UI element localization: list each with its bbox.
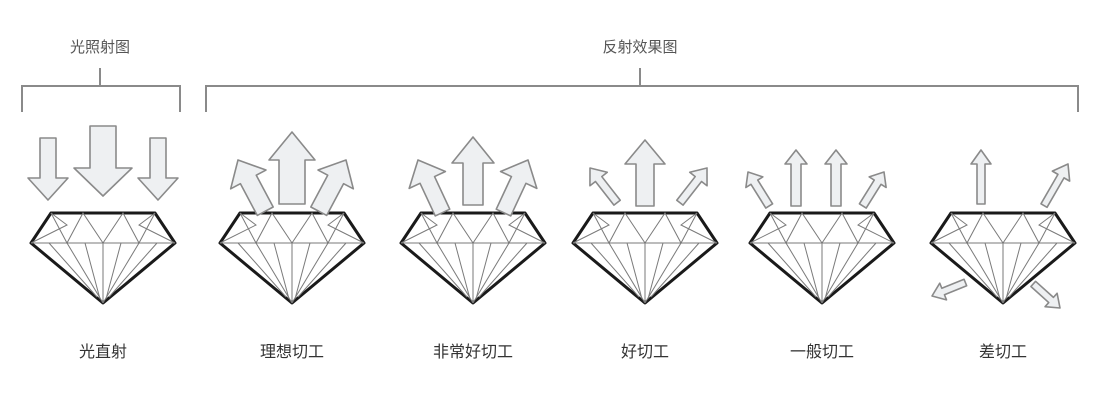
diamond-good (571, 211, 719, 305)
reflect-arrow-fair-2 (784, 149, 808, 207)
reflect-arrow-fair-3 (824, 149, 848, 207)
diamond-very-good (399, 211, 547, 305)
reflection-effect-label: 反射效果图 (602, 38, 678, 56)
reflect-arrow-poor-up (970, 149, 992, 205)
reflect-arrow-good-right (675, 167, 708, 206)
reflect-arrow-fair-4 (858, 171, 887, 209)
incoming-arrow-left (27, 137, 69, 201)
reflect-arrow-good-center (624, 139, 666, 207)
reflect-arrow-fair-1 (745, 171, 774, 209)
diamond-diagram (27, 125, 1077, 309)
caption-poor-cut: 差切工 (978, 342, 1028, 361)
group-brackets (21, 68, 1079, 112)
caption-good-cut: 好切工 (620, 342, 670, 361)
reflect-arrow-ideal-center (268, 131, 316, 205)
incoming-arrow-right (137, 137, 179, 201)
diamond-direct (29, 211, 177, 305)
caption-direct-light: 光直射 (78, 342, 128, 361)
reflect-arrow-verygood-right (495, 159, 538, 217)
incoming-arrow-center (73, 125, 133, 197)
diamond-fair (748, 211, 896, 305)
reflection-bracket (205, 85, 1079, 112)
reflect-arrow-good-left (589, 167, 622, 206)
leak-arrow-poor-right (1030, 280, 1061, 309)
caption-ideal-cut: 理想切工 (259, 342, 325, 361)
caption-very-good-cut: 非常好切工 (432, 342, 514, 361)
reflect-arrow-verygood-left (408, 159, 451, 217)
caption-fair-cut: 一般切工 (789, 342, 855, 361)
reflect-arrow-ideal-left (229, 159, 274, 217)
reflect-arrow-verygood-center (451, 136, 495, 206)
diamond-ideal (218, 211, 366, 305)
incident-light-label: 光照射图 (69, 38, 131, 56)
leak-arrow-poor-left (931, 278, 968, 301)
reflect-arrow-poor-up-right (1040, 163, 1071, 209)
reflect-arrow-ideal-right (310, 159, 355, 217)
